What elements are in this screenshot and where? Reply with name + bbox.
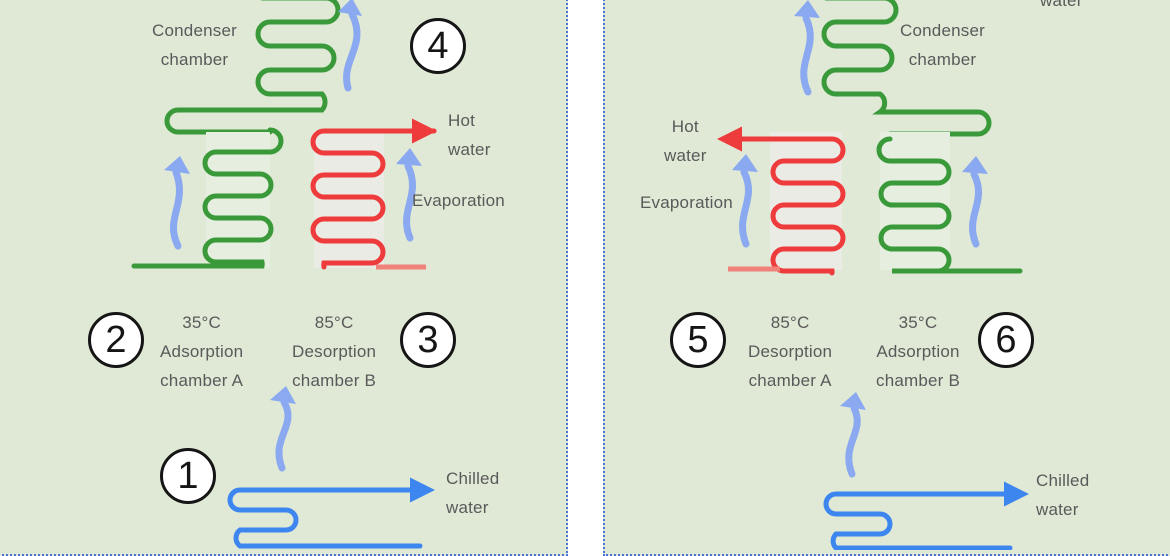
vapor-arrow-chamber-a-left-head [164,156,190,174]
condenser-coil-left [164,0,341,135]
vapor-arrow-chamber-b-right-head [962,156,988,174]
vapor-arrow-chamber-b-right [969,170,982,248]
top-partial-label-right: water [1040,0,1083,10]
vapor-arrow-condenser-right-head [794,0,820,18]
right-cycle-panel [603,0,1170,556]
evaporation-label-right: Evaporation [640,193,733,212]
chamber-a-coil-left [131,127,284,269]
vapor-arrow-evap-right [739,168,752,248]
vapor-arrow-evap-left-head [396,148,422,166]
step-badge-6: 6 [978,312,1034,368]
step-badge-3: 3 [400,312,456,368]
chilled-coil-right [823,491,1013,550]
vapor-arrow-chilled-right-head [840,392,866,410]
vapor-arrow-condenser-left-head [338,0,362,16]
step-badge-5: 5 [670,312,726,368]
vapor-arrow-chilled-left [275,398,292,472]
chamber-a-panel-left [206,132,270,268]
vapor-arrow-chamber-a-left [170,168,183,250]
vapor-arrow-evap-left [403,162,416,242]
condenser-coil-right [821,0,992,137]
vapor-arrow-condenser-right [800,14,814,96]
vapor-arrow-chilled-left-head [270,386,296,404]
evaporation-label-left: Evaporation [412,191,505,210]
vapor-arrow-evap-right-head [732,154,758,172]
chamber-b-coil-left [310,128,437,270]
chamber-b-coil-right [876,136,1023,274]
chilled-coil-left [227,487,423,549]
step-badge-4: 4 [410,18,466,74]
step-badge-1: 1 [160,448,216,504]
step-badge-2: 2 [88,312,144,368]
vapor-arrow-chilled-right [845,404,861,478]
chamber-a-coil-right [727,136,846,276]
vapor-arrow-condenser-left [343,10,361,92]
